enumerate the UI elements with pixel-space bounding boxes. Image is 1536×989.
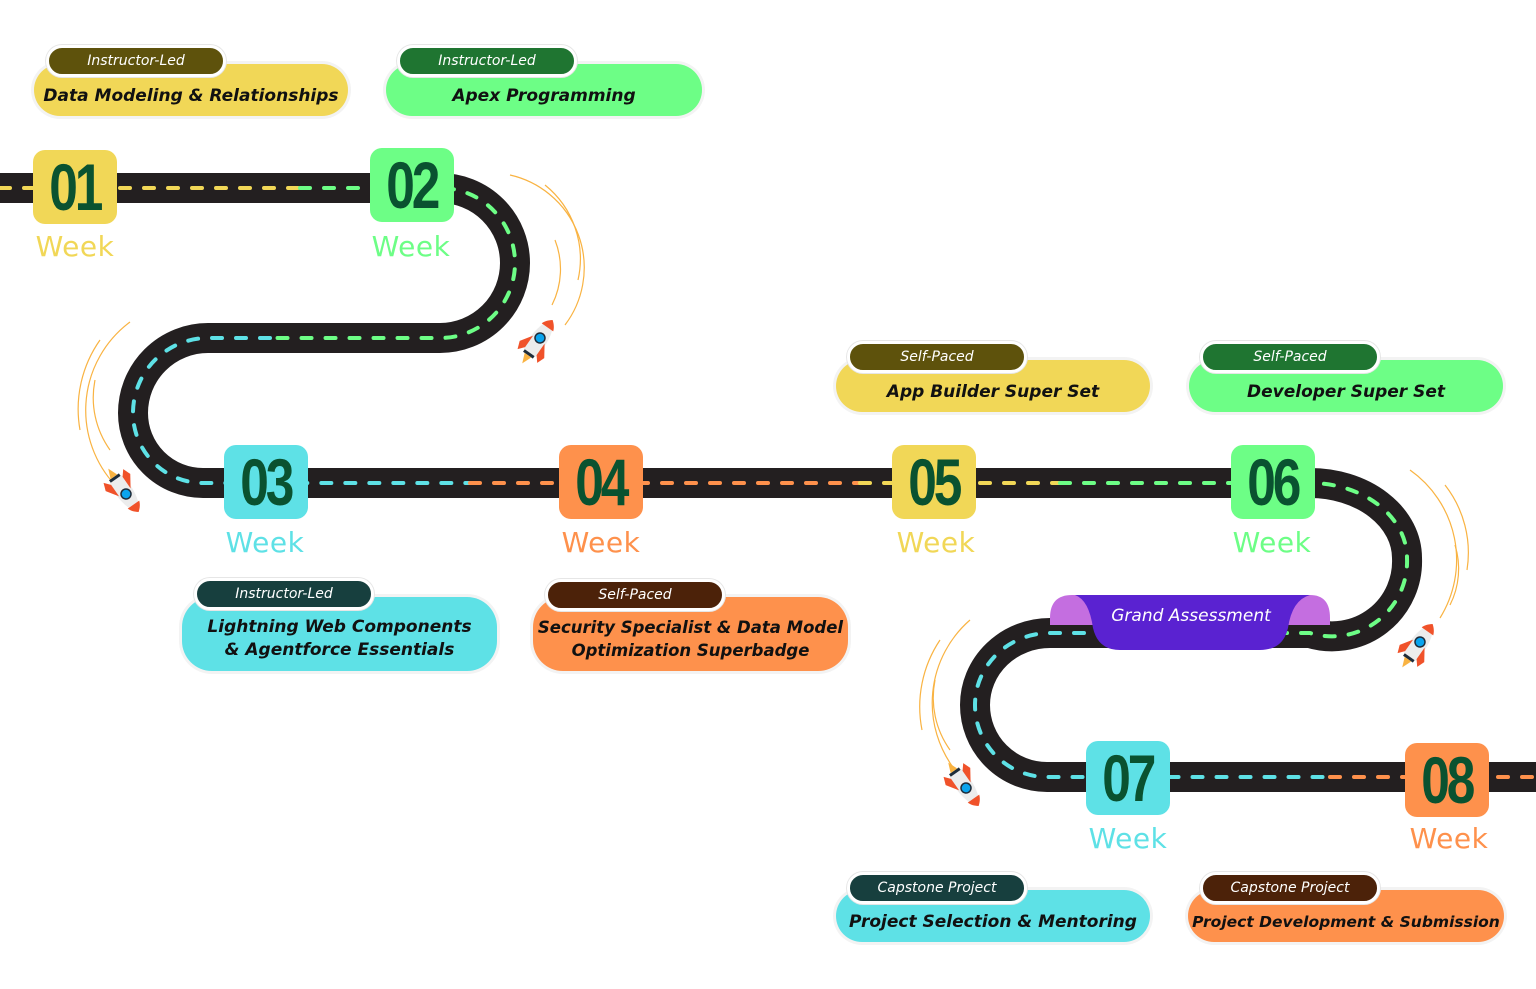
- road-dash-cyan-1: [130, 336, 472, 485]
- course-type-tag: Self-Paced: [1200, 341, 1380, 373]
- week-label: Week: [1088, 822, 1168, 855]
- motion-trail: [509, 174, 585, 326]
- week-label: Week: [896, 526, 976, 559]
- week-number-badge-05: 05: [892, 445, 976, 519]
- rocket-icon: [943, 762, 980, 807]
- course-title-line: Security Specialist & Data Model: [537, 618, 844, 637]
- course-type-tag: Capstone Project: [847, 872, 1027, 904]
- course-title: Apex Programming: [452, 85, 636, 106]
- motion-trail: [544, 184, 581, 281]
- week-label: Week: [371, 230, 451, 263]
- course-type-tag: Capstone Project: [1200, 872, 1380, 904]
- road-dash-green-2: [1058, 481, 1410, 639]
- week-number-badge-04: 04: [559, 445, 643, 519]
- course-title: Project Development & Submission: [1192, 912, 1500, 931]
- motion-trail: [77, 339, 101, 431]
- course-title: Data Modeling & Relationships: [43, 85, 339, 106]
- rocket-icon: [1397, 623, 1434, 668]
- motion-trail: [919, 639, 941, 731]
- motion-trail: [1409, 469, 1458, 619]
- rocket-icon: [103, 468, 140, 513]
- course-type-tag: Instructor-Led: [194, 578, 374, 610]
- week-label: Week: [225, 526, 305, 559]
- week-number-badge-08: 08: [1405, 743, 1489, 817]
- course-type-tag: Instructor-Led: [46, 45, 226, 77]
- course-type-tag: Self-Paced: [847, 341, 1027, 373]
- course-type-tag: Instructor-Led: [397, 45, 577, 77]
- grand-assessment-ribbon: [1050, 595, 1330, 650]
- motion-trail: [551, 239, 562, 306]
- week-label: Week: [561, 526, 641, 559]
- week-number-badge-07: 07: [1086, 741, 1170, 815]
- grand-assessment-label: Grand Assessment: [1111, 606, 1271, 626]
- week-number-badge-01: 01: [33, 150, 117, 224]
- road-dash-cyan-2: [972, 631, 1332, 779]
- course-title: Project Selection & Mentoring: [849, 911, 1137, 932]
- motion-trail: [92, 379, 111, 451]
- course-title: Developer Super Set: [1246, 381, 1445, 402]
- week-number-badge-02: 02: [370, 148, 454, 222]
- week-label: Week: [1409, 822, 1489, 855]
- week-number-badge-03: 03: [224, 445, 308, 519]
- rocket-icon: [517, 319, 554, 364]
- course-title-line: Optimization Superbadge: [571, 641, 810, 660]
- motion-trail: [1444, 484, 1469, 571]
- course-title: App Builder Super Set: [886, 381, 1100, 402]
- motion-trail: [85, 321, 131, 491]
- course-title-line: & Agentforce Essentials: [224, 640, 455, 660]
- week-label: Week: [35, 230, 115, 263]
- motion-trail: [931, 619, 971, 771]
- road-dash-green-1: [268, 186, 518, 340]
- week-label: Week: [1232, 526, 1312, 559]
- week-number-badge-06: 06: [1231, 445, 1315, 519]
- course-title-line: Lightning Web Components: [207, 617, 472, 637]
- motion-trail: [1449, 544, 1460, 606]
- motion-trail: [932, 679, 951, 751]
- course-type-tag: Self-Paced: [545, 579, 725, 611]
